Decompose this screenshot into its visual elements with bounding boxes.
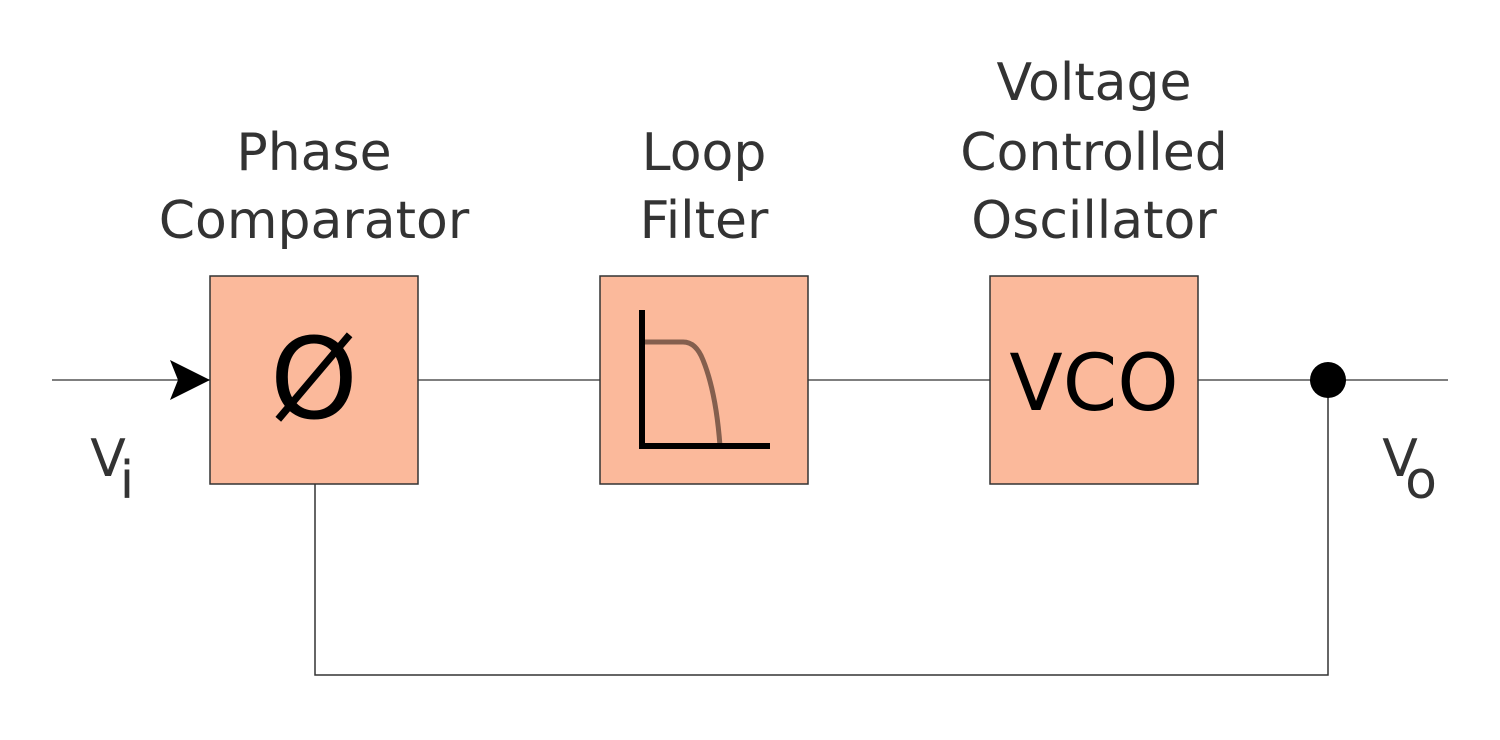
vco-block (989, 275, 1199, 485)
phase-comparator-title-1: Phase (236, 123, 391, 183)
input-label: V (90, 429, 126, 489)
phase-comparator-block (209, 275, 419, 485)
phase-symbol: Ø (270, 315, 358, 445)
vco-symbol: VCO (1009, 339, 1178, 429)
junction-dot (1310, 362, 1346, 398)
output-label: V (1382, 429, 1418, 489)
lowpass-filter-icon (639, 310, 770, 449)
output-subscript: o (1405, 451, 1437, 511)
input-arrow-icon (170, 360, 210, 400)
feedback-line (314, 380, 1329, 676)
loop-filter-title-2: Filter (640, 191, 769, 251)
input-subscript: i (120, 451, 134, 511)
loop-filter-block (599, 275, 809, 485)
loop-filter-title-1: Loop (642, 123, 767, 183)
vco-title-3: Oscillator (971, 191, 1217, 251)
vco-title-2: Controlled (960, 123, 1227, 183)
vco-title-1: Voltage (996, 53, 1191, 113)
phase-comparator-title-2: Comparator (159, 191, 470, 251)
